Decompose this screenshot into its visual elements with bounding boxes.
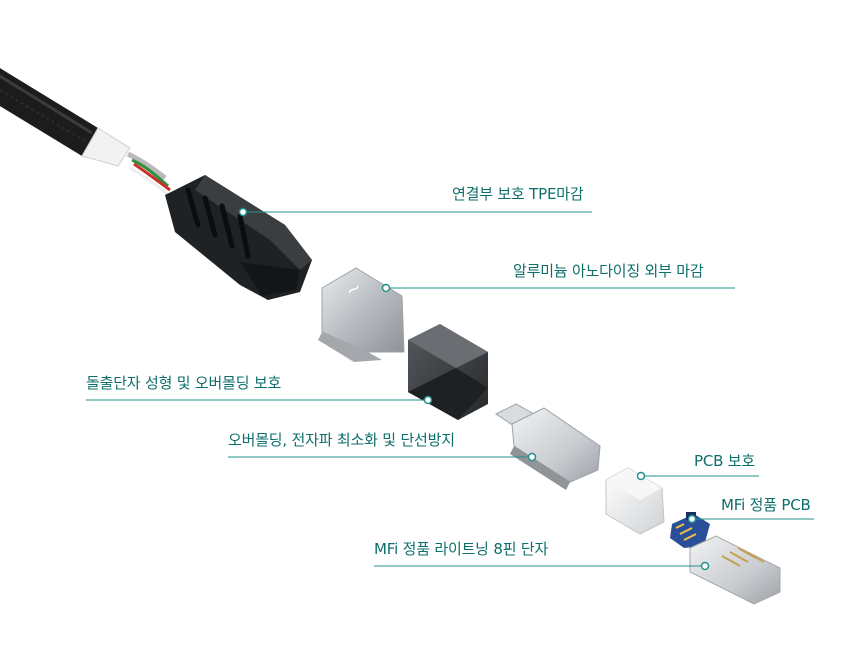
leader-dot-pcb-guard — [636, 471, 646, 481]
pcb-white-guard — [605, 467, 665, 535]
callout-label-pcb-guard: PCB 보호 — [694, 452, 755, 470]
callout-label-tpe: 연결부 보호 TPE마감 — [452, 185, 584, 203]
aluminum-shell: ~ — [318, 267, 405, 362]
leader-dot-overmold — [423, 395, 433, 405]
emi-metal-shield — [495, 403, 601, 490]
callout-label-mfi-pcb: MFi 정품 PCB — [721, 496, 811, 514]
callout-label-mfi-pin: MFi 정품 라이트닝 8핀 단자 — [374, 540, 549, 558]
callout-label-emi: 오버몰딩, 전자파 최소화 및 단선방지 — [228, 431, 455, 449]
leader-dot-emi — [527, 452, 537, 462]
leader-dot-mfi-pcb — [687, 514, 697, 524]
callout-label-aluminum: 알루미늄 아노다이징 외부 마감 — [513, 262, 704, 280]
tpe-strain-relief — [165, 175, 312, 300]
overmold-rubber-block — [408, 324, 488, 420]
callout-label-overmold: 돌출단자 성형 및 오버몰딩 보호 — [86, 374, 282, 392]
lightning-pin-connector — [689, 535, 781, 605]
braided-cable — [0, 68, 171, 196]
callout-leader-lines — [86, 207, 814, 571]
leader-dot-tpe — [238, 207, 248, 217]
leader-dot-aluminum — [381, 283, 391, 293]
leader-dot-mfi-pin — [700, 561, 710, 571]
